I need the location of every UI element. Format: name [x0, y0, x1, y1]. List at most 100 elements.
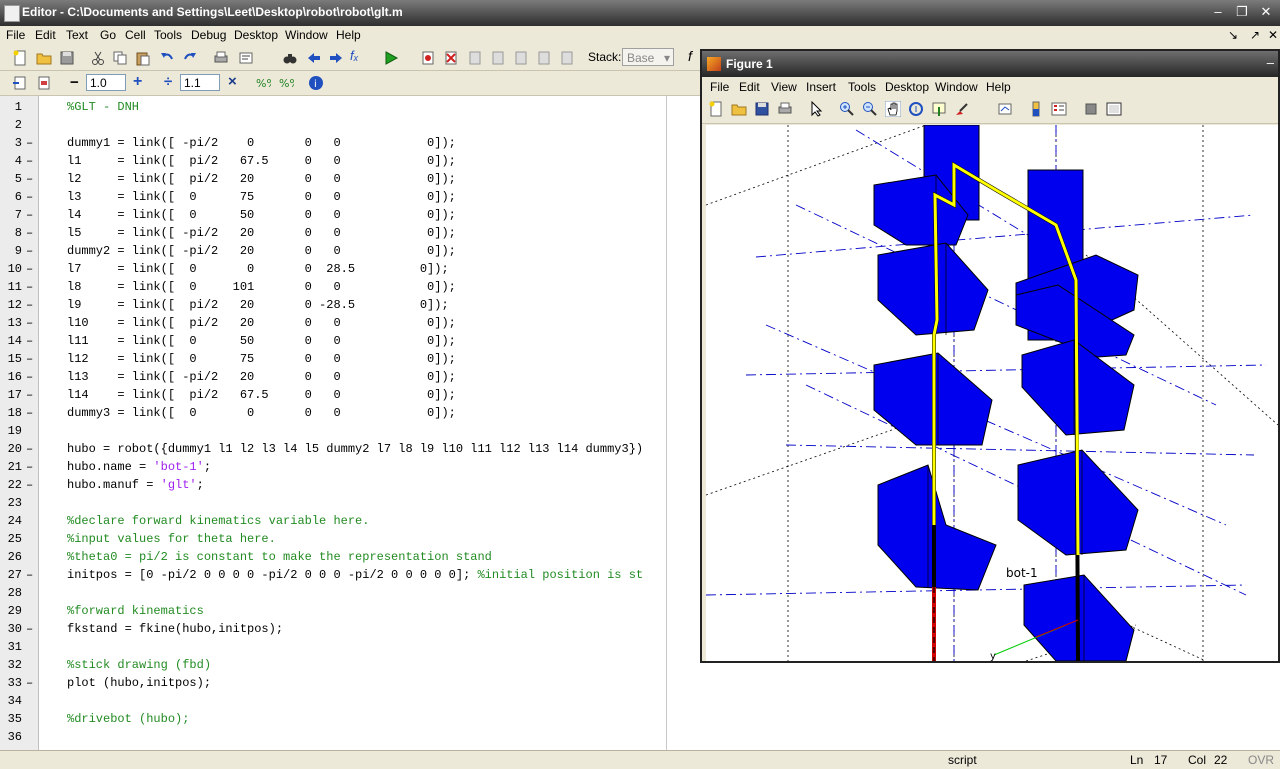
clear-breakpoints-icon[interactable] [443, 50, 459, 66]
code-line[interactable]: 26%theta0 = pi/2 is constant to make the… [0, 548, 1280, 566]
code-line[interactable]: 25%input values for theta here. [0, 530, 1280, 548]
paste-icon[interactable] [135, 50, 151, 66]
fig-print-icon[interactable] [777, 101, 793, 117]
close-button[interactable]: ✕ [1260, 4, 1272, 19]
breakpoint-marker[interactable]: – [26, 388, 34, 402]
link-plot-icon[interactable] [997, 101, 1013, 117]
breakpoint-marker[interactable]: – [26, 622, 34, 636]
code-line[interactable]: 27–initpos = [0 -pi/2 0 0 0 0 -pi/2 0 0 … [0, 566, 1280, 584]
multiply-value-input[interactable]: 1.1 [180, 74, 220, 91]
menu-edit[interactable]: Edit [35, 28, 56, 42]
show-plot-tools-icon[interactable] [1106, 101, 1122, 117]
code-line[interactable]: 4–l1 = link([ pi/2 67.5 0 0 0]); [0, 152, 1280, 170]
copy-icon[interactable] [112, 50, 128, 66]
breakpoint-marker[interactable]: – [26, 226, 34, 240]
redo-icon[interactable] [182, 50, 198, 66]
code-line[interactable]: 18–dummy3 = link([ 0 0 0 0 0]); [0, 404, 1280, 422]
undock-icon[interactable]: ↘ [1228, 28, 1239, 42]
code-line[interactable]: 5–l2 = link([ pi/2 20 0 0 0]); [0, 170, 1280, 188]
fig-new-icon[interactable] [708, 101, 724, 117]
code-line[interactable]: 24%declare forward kinematics variable h… [0, 512, 1280, 530]
legend-icon[interactable] [1051, 101, 1067, 117]
code-line[interactable]: 10–l7 = link([ 0 0 0 28.5 0]); [0, 260, 1280, 278]
code-line[interactable]: 36 [0, 728, 1280, 746]
breakpoint-marker[interactable]: – [26, 262, 34, 276]
menu-cell[interactable]: Cell [125, 28, 146, 42]
breakpoint-marker[interactable]: – [26, 676, 34, 690]
find-icon[interactable] [282, 50, 298, 66]
editor-title-bar[interactable]: Editor - C:\Documents and Settings\Leet\… [0, 0, 1280, 26]
pointer-icon[interactable] [808, 101, 824, 117]
menu-window[interactable]: Window [285, 28, 328, 42]
maximize-button[interactable]: ❐ [1236, 4, 1248, 19]
undo-icon[interactable] [159, 50, 175, 66]
fig-menu-file[interactable]: File [710, 80, 730, 94]
breakpoint-marker[interactable]: – [26, 136, 34, 150]
code-line[interactable]: 7–l4 = link([ 0 50 0 0 0]); [0, 206, 1280, 224]
show-cell-titles-icon[interactable]: %% [255, 75, 271, 91]
figure-minimize-button[interactable]: – [1266, 55, 1274, 70]
minimize-button[interactable]: – [1214, 4, 1222, 19]
divide-button[interactable]: ÷ [164, 73, 173, 90]
code-line[interactable]: 35%drivebot (hubo); [0, 710, 1280, 728]
dock-icon[interactable]: ↗ [1250, 28, 1261, 42]
code-line[interactable]: 17–l14 = link([ pi/2 67.5 0 0 0]); [0, 386, 1280, 404]
zoom-out-icon[interactable] [862, 101, 878, 117]
code-line[interactable]: 12–l9 = link([ pi/2 20 0 -28.5 0]); [0, 296, 1280, 314]
code-line[interactable]: 11–l8 = link([ 0 101 0 0 0]); [0, 278, 1280, 296]
new-file-icon[interactable] [12, 50, 28, 66]
step-out-icon[interactable] [513, 50, 529, 66]
multiply-button[interactable]: × [228, 73, 237, 90]
code-line[interactable]: 21–hubo.name = 'bot-1'; [0, 458, 1280, 476]
code-line[interactable]: 3–dummy1 = link([ -pi/2 0 0 0 0]); [0, 134, 1280, 152]
fig-save-icon[interactable] [754, 101, 770, 117]
code-line[interactable]: 9–dummy2 = link([ -pi/2 20 0 0 0]); [0, 242, 1280, 260]
data-cursor-icon[interactable] [931, 101, 947, 117]
breakpoint-marker[interactable]: – [26, 280, 34, 294]
code-line[interactable]: 8–l5 = link([ -pi/2 20 0 0 0]); [0, 224, 1280, 242]
code-line[interactable]: 34 [0, 692, 1280, 710]
hide-cell-titles-icon[interactable]: %% [278, 75, 294, 91]
code-line[interactable]: 32%stick drawing (fbd) [0, 656, 1280, 674]
figure-title-bar[interactable]: Figure 1 – [702, 51, 1278, 77]
fig-menu-window[interactable]: Window [935, 80, 978, 94]
breakpoint-marker[interactable]: – [26, 208, 34, 222]
step-icon[interactable] [467, 50, 483, 66]
code-folding-icon[interactable] [238, 50, 254, 66]
code-line[interactable]: 29%forward kinematics [0, 602, 1280, 620]
menu-text[interactable]: Text [66, 28, 89, 42]
breakpoint-marker[interactable]: – [26, 298, 34, 312]
breakpoint-marker[interactable]: – [26, 406, 34, 420]
fig-menu-tools[interactable]: Tools [848, 80, 877, 94]
insert-cell-icon[interactable] [12, 75, 28, 91]
menu-tools[interactable]: Tools [154, 28, 183, 42]
code-line[interactable]: 20–hubo = robot({dummy1 l1 l2 l3 l4 l5 d… [0, 440, 1280, 458]
code-line[interactable]: 28 [0, 584, 1280, 602]
breakpoint-marker[interactable]: – [26, 442, 34, 456]
code-line[interactable]: 23 [0, 494, 1280, 512]
code-line[interactable]: 6–l3 = link([ 0 75 0 0 0]); [0, 188, 1280, 206]
fx-icon[interactable]: f [688, 48, 692, 64]
menu-help[interactable]: Help [336, 28, 361, 42]
zoom-in-icon[interactable] [839, 101, 855, 117]
fig-menu-desktop[interactable]: Desktop [885, 80, 930, 94]
fig-menu-edit[interactable]: Edit [739, 80, 760, 94]
print-icon[interactable] [213, 50, 229, 66]
menu-debug[interactable]: Debug [191, 28, 227, 42]
code-line[interactable]: 13–l10 = link([ pi/2 20 0 0 0]); [0, 314, 1280, 332]
save-icon[interactable] [59, 50, 75, 66]
menu-go[interactable]: Go [100, 28, 117, 42]
plot-canvas[interactable]: y bot-1 [706, 125, 1278, 661]
breakpoint-marker[interactable]: – [26, 154, 34, 168]
breakpoint-marker[interactable]: – [26, 460, 34, 474]
breakpoint-marker[interactable]: – [26, 190, 34, 204]
code-line[interactable]: 19 [0, 422, 1280, 440]
info-icon[interactable]: i [308, 75, 324, 91]
breakpoint-marker[interactable]: – [26, 316, 34, 330]
fig-menu-insert[interactable]: Insert [806, 80, 837, 94]
code-line[interactable]: 15–l12 = link([ 0 75 0 0 0]); [0, 350, 1280, 368]
breakpoint-marker[interactable]: – [26, 370, 34, 384]
fig-open-icon[interactable] [731, 101, 747, 117]
decrement-button[interactable]: − [70, 74, 79, 91]
rotate-3d-icon[interactable] [908, 101, 924, 117]
